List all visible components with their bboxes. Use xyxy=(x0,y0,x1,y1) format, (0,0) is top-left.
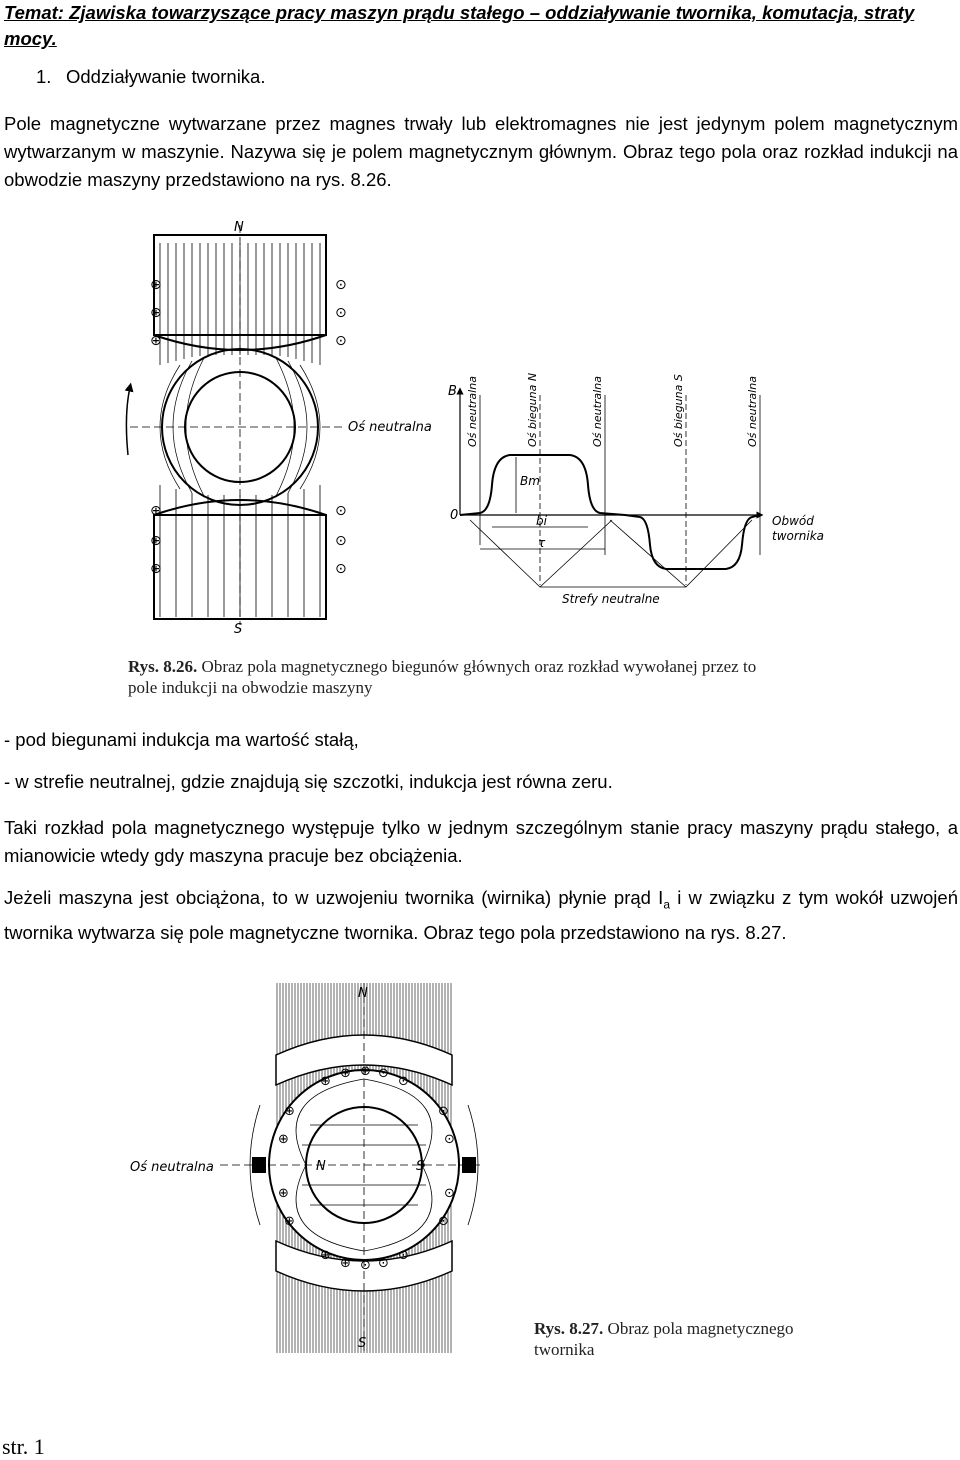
caption-8-27-label: Rys. 8.27. xyxy=(534,1319,604,1338)
label-N: N xyxy=(234,220,244,235)
svg-text:⊕: ⊕ xyxy=(278,1186,289,1201)
svg-text:⊕: ⊕ xyxy=(150,533,162,549)
induction-curve xyxy=(459,454,761,570)
svg-text:⊙: ⊙ xyxy=(378,1256,389,1271)
svg-text:⊕: ⊕ xyxy=(340,1256,351,1271)
graph-label-bi: bi xyxy=(536,514,548,528)
label-N-top: N xyxy=(358,986,368,1001)
svg-text:⊙: ⊙ xyxy=(444,1132,455,1147)
svg-text:⊙: ⊙ xyxy=(438,1214,449,1229)
svg-text:⊙: ⊙ xyxy=(398,1248,409,1263)
svg-text:⊕: ⊕ xyxy=(320,1248,331,1263)
svg-text:⊙: ⊙ xyxy=(335,503,347,519)
section-heading: 1. Oddziaływanie twornika. xyxy=(36,66,265,88)
figure-8-27-diagram: ⊕ ⊕ ⊕ ⊙ ⊙ ⊕ ⊕ ⊙ ⊙ ⊕ ⊕ ⊙ ⊙ ⊙ ⊕ ⊕ ⊙ ⊙ N S N S Oś neutr… xyxy=(130,983,480,1353)
svg-text:⊕: ⊕ xyxy=(320,1074,331,1089)
svg-text:⊕: ⊕ xyxy=(284,1104,295,1119)
figure-8-27-caption: Rys. 8.27. Obraz pola magnetycznego twor… xyxy=(534,1318,794,1360)
label-os-neutralna: Oś neutralna xyxy=(348,420,432,435)
paragraph-load: Jeżeli maszyna jest obciążona, to w uzwo… xyxy=(4,884,958,947)
left-brush xyxy=(252,1157,266,1173)
svg-text:⊙: ⊙ xyxy=(335,277,347,293)
label-N-mid: N xyxy=(316,1159,326,1174)
svg-text:⊕: ⊕ xyxy=(150,503,162,519)
svg-text:⊙: ⊙ xyxy=(378,1066,389,1081)
graph-label-bm: Bm xyxy=(520,474,540,488)
graph-label-strefy: Strefy neutralne xyxy=(562,592,660,606)
axis-label-neutral-2: Oś neutralna xyxy=(591,376,604,447)
rotation-arrow xyxy=(124,382,134,456)
caption-8-26-line2: pole indukcji na obwodzie maszyny xyxy=(128,678,373,697)
page-number: str. 1 xyxy=(2,1434,45,1459)
figure-8-26-caption: Rys. 8.26. Obraz pola magnetycznego bieg… xyxy=(128,656,756,698)
svg-text:⊕: ⊕ xyxy=(150,277,162,293)
svg-text:⊙: ⊙ xyxy=(360,1258,371,1273)
label-os-neutralna-2: Oś neutralna xyxy=(130,1160,214,1175)
neutral-zones-pointers xyxy=(469,519,753,588)
svg-text:⊙: ⊙ xyxy=(335,305,347,321)
caption-8-27-line2: twornika xyxy=(534,1340,595,1359)
right-brush xyxy=(462,1157,476,1173)
graph-label-zero: 0 xyxy=(450,508,458,523)
caption-8-26-text: Obraz pola magnetycznego biegunów główny… xyxy=(197,657,757,676)
svg-text:⊙: ⊙ xyxy=(398,1074,409,1089)
conductor-symbols: ⊕ ⊕ ⊕ ⊙ ⊙ ⊙ ⊕ ⊕ ⊕ ⊙ ⊙ ⊙ xyxy=(150,277,347,577)
svg-text:⊙: ⊙ xyxy=(438,1104,449,1119)
figure-8-26-diagram: N S Oś neutralna ⊕ ⊕ ⊕ ⊙ ⊙ ⊙ ⊕ ⊕ ⊕ ⊙ ⊙ ⊙ B 0 xyxy=(124,220,824,635)
svg-text:⊕: ⊕ xyxy=(150,305,162,321)
paragraph-load-a: Jeżeli maszyna jest obciążona, to w uzwo… xyxy=(4,887,664,908)
induction-graph: B 0 Bm bi τ Oś neutralna Oś bieguna N Oś… xyxy=(448,373,824,606)
svg-text:⊕: ⊕ xyxy=(284,1214,295,1229)
caption-8-27-text: Obraz pola magnetycznego xyxy=(603,1319,794,1338)
conductor-symbols: ⊕ ⊕ ⊕ ⊙ ⊙ ⊕ ⊕ ⊙ ⊙ ⊕ ⊕ ⊙ ⊙ ⊙ ⊕ ⊕ ⊙ ⊙ xyxy=(278,1064,455,1273)
paragraph-no-load: Taki rozkład pola magnetycznego występuj… xyxy=(4,817,958,866)
section-title: Oddziaływanie twornika. xyxy=(66,66,266,87)
svg-text:⊕: ⊕ xyxy=(340,1066,351,1081)
south-pole-shoe xyxy=(153,499,327,516)
svg-text:⊕: ⊕ xyxy=(150,333,162,349)
graph-label-B: B xyxy=(448,384,457,399)
section-number: 1. xyxy=(36,66,52,87)
svg-text:⊕: ⊕ xyxy=(360,1064,371,1079)
axis-label-neutral-1: Oś neutralna xyxy=(466,376,479,447)
axis-label-pole-s: Oś bieguna S xyxy=(672,374,685,447)
current-subscript: a xyxy=(663,897,670,912)
svg-text:⊙: ⊙ xyxy=(335,333,347,349)
svg-text:⊙: ⊙ xyxy=(444,1186,455,1201)
svg-text:⊙: ⊙ xyxy=(335,561,347,577)
graph-label-tau: τ xyxy=(538,536,546,550)
axis-label-neutral-3: Oś neutralna xyxy=(746,376,759,447)
graph-label-obwod: Obwód xyxy=(772,514,814,528)
paragraph-load-b: i w związku z tym wokół uzwojeń twornika… xyxy=(4,887,958,943)
bullet-under-poles: - pod biegunami indukcja ma wartość stał… xyxy=(4,729,359,750)
caption-8-26-label: Rys. 8.26. xyxy=(128,657,198,676)
svg-text:⊙: ⊙ xyxy=(335,533,347,549)
page-title: Temat: Zjawiska towarzyszące pracy maszy… xyxy=(4,2,915,49)
label-S-mid: S xyxy=(416,1159,424,1174)
axis-label-pole-n: Oś bieguna N xyxy=(526,373,539,447)
paragraph-intro: Pole magnetyczne wytwarzane przez magnes… xyxy=(4,113,958,190)
bullet-neutral-zone: - w strefie neutralnej, gdzie znajdują s… xyxy=(4,771,613,792)
label-S-bottom: S xyxy=(358,1336,366,1351)
svg-text:⊕: ⊕ xyxy=(150,561,162,577)
label-S: S xyxy=(234,622,242,635)
svg-text:⊕: ⊕ xyxy=(278,1132,289,1147)
graph-label-twornika: twornika xyxy=(772,529,824,543)
